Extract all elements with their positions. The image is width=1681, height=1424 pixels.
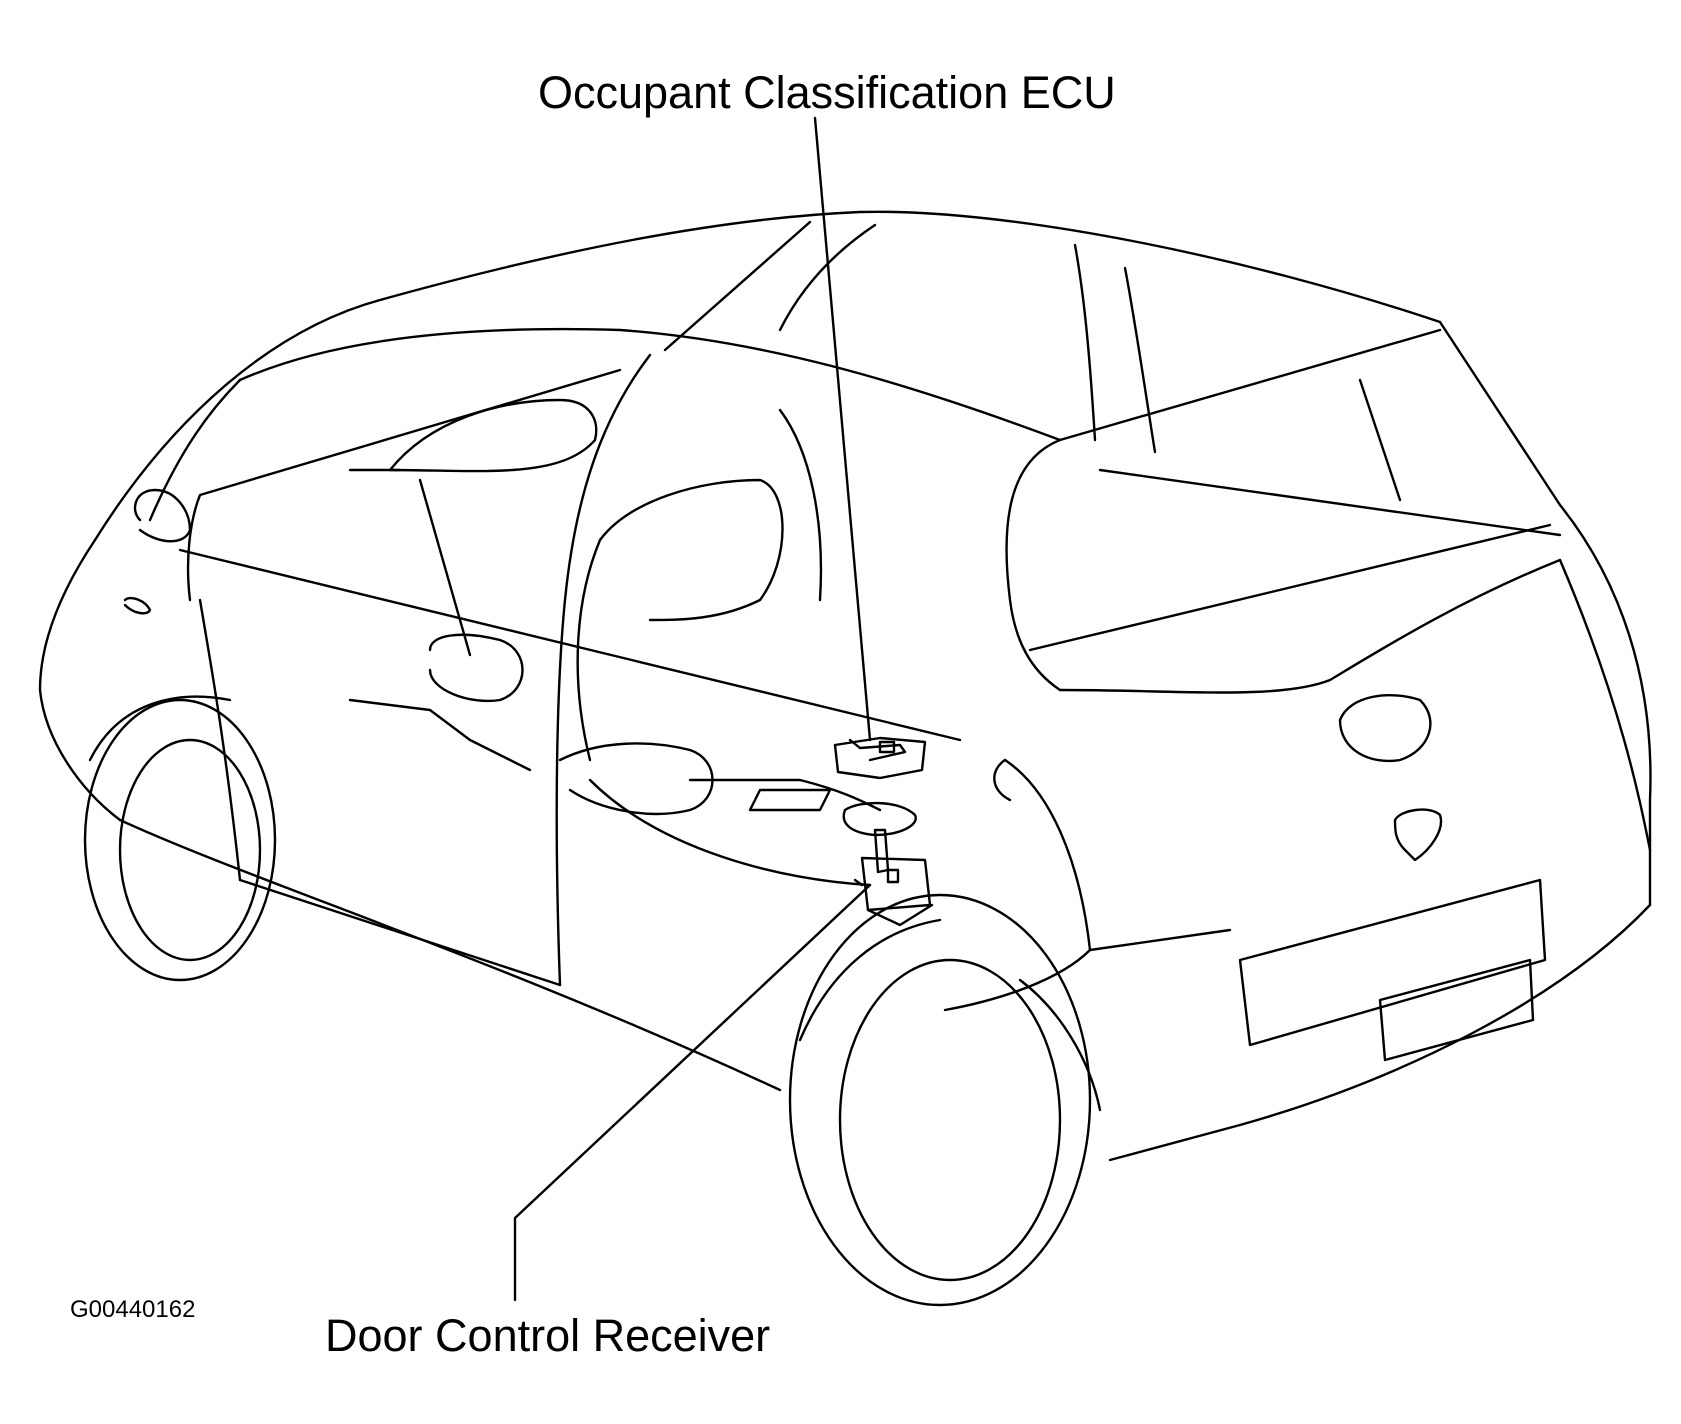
rear-wheel bbox=[788, 893, 1102, 1307]
door-control-receiver-label: Door Control Receiver bbox=[325, 1310, 771, 1361]
ecu-leader-line bbox=[813, 116, 872, 742]
car-body-outline bbox=[38, 210, 1652, 1162]
rear-hatch bbox=[1005, 378, 1652, 1062]
door-control-receiver-part bbox=[853, 828, 934, 927]
roof-and-pillars bbox=[663, 220, 1442, 454]
figure-id-label: G00440162 bbox=[70, 1296, 196, 1323]
interior-and-rear-seat bbox=[178, 408, 1232, 1012]
occupant-classification-ecu-part bbox=[833, 736, 927, 780]
front-door-area bbox=[123, 353, 652, 987]
receiver-leader-line bbox=[513, 883, 872, 1302]
occupant-classification-ecu-label: Occupant Classification ECU bbox=[538, 67, 1116, 118]
front-wheel bbox=[83, 695, 277, 982]
